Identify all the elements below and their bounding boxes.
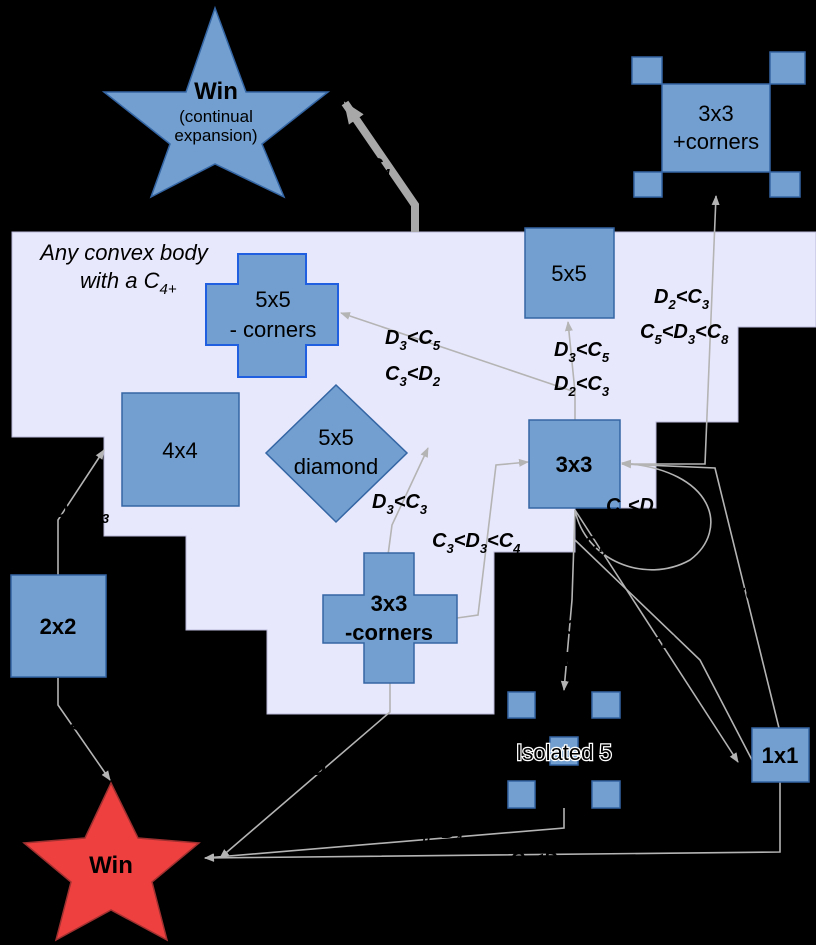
- edge-isolated-to-win: [204, 808, 565, 862]
- node-3x3-plus-corners-line2: +corners: [673, 129, 759, 154]
- edge-3x3mc-to-win: [219, 683, 391, 859]
- node-1x1: [751, 727, 810, 783]
- node-2x2: [10, 574, 107, 678]
- edge-2x2-to-4x4: [57, 449, 105, 575]
- node-5x5: [524, 227, 615, 319]
- edge-region-to-win-top: [341, 100, 419, 232]
- convex-body-region: [11, 231, 816, 715]
- condition-c5-d3-c8-a: C5<D3<C8: [640, 321, 729, 347]
- edge-3x3-to-1x1-b: [574, 539, 753, 761]
- condition-d3-c5-b: D3<C5: [554, 339, 610, 365]
- win-bottom-label: Win: [89, 852, 133, 879]
- node-isolated-5: [507, 691, 621, 809]
- condition-c6-d3-a: C6<D3: [530, 649, 586, 675]
- edge-1x1-to-3x3: [621, 460, 780, 729]
- condition-d1-c0: D1<C0: [712, 583, 768, 609]
- node-diamond-line2: diamond: [294, 454, 378, 479]
- condition-d3-c3: D3<C3: [372, 491, 428, 517]
- edge-3x3mc-to-diamond: [387, 447, 429, 556]
- node-3x3-minus-corners: [322, 552, 458, 684]
- node-5x5-minus-corners: [205, 253, 339, 378]
- win-top-label: Win: [194, 78, 238, 105]
- condition-c3-d2-a: C3<D2: [385, 363, 441, 389]
- condition-c3-d3-c4: C3<D3<C4: [432, 530, 521, 556]
- condition-c5-d3-c8-b: C5<D3<C8: [584, 533, 673, 559]
- condition-d2-c3-d: D2<C3: [530, 617, 586, 643]
- condition-d2-c3-b: D2<C3: [654, 286, 710, 312]
- edge-3x3-to-5x5-minus-corners: [340, 312, 576, 393]
- condition-c3-d2-b: C3<D2: [606, 495, 662, 521]
- win-top-sub2: expansion): [174, 126, 257, 145]
- node-isolated-5-label: Isolated 5: [516, 740, 611, 765]
- node-3x3-minus-corners-line1: 3x3: [371, 591, 408, 616]
- node-diamond-line1: 5x5: [318, 425, 353, 450]
- win-top-sub1: (continual: [179, 107, 253, 126]
- condition-c0-d1-b: C0<D1: [510, 849, 565, 875]
- win-bottom-star: [22, 781, 201, 942]
- win-top-star: [101, 5, 331, 199]
- node-4x4: [121, 392, 240, 507]
- node-1x1-label: 1x1: [762, 743, 799, 768]
- node-3x3-plus-corners: [631, 51, 806, 198]
- condition-c3-d2-d: C3<D2: [48, 716, 104, 742]
- condition-c4-d3: C4<D3: [278, 758, 334, 784]
- condition-d2-c3-a: D2<C3: [554, 373, 610, 399]
- node-3x3-minus-corners-line2: -corners: [345, 620, 433, 645]
- condition-d3-c4: D3<C4: [335, 155, 391, 181]
- node-5x5-minus-corners-line2: - corners: [230, 317, 317, 342]
- condition-d2-c3-c: D2<C3: [54, 500, 110, 526]
- node-3x3: [528, 419, 621, 509]
- condition-c0-d1-a: C0<D1: [408, 821, 463, 847]
- node-4x4-label: 4x4: [162, 438, 197, 463]
- node-3x3-label: 3x3: [556, 452, 593, 477]
- node-5x5-minus-corners-line1: 5x5: [255, 287, 290, 312]
- node-5x5-diamond: [264, 383, 409, 524]
- condition-d3-c5-a: D3<C5: [385, 327, 441, 353]
- edge-3x3-to-1x1: [574, 509, 739, 763]
- node-2x2-label: 2x2: [40, 614, 77, 639]
- edge-3x3-self-loop: [574, 459, 712, 571]
- edge-3x3-to-isolated: [560, 509, 576, 691]
- edge-2x2-to-win: [57, 678, 111, 781]
- node-3x3-plus-corners-line1: 3x3: [698, 101, 733, 126]
- condition-c6-d3-b: C6<D3: [628, 663, 684, 689]
- edge-3x3mc-to-3x3: [456, 458, 529, 619]
- region-subtitle: with a C4+: [80, 268, 177, 298]
- region-title: Any convex body: [38, 240, 210, 265]
- edge-3x3-to-3x3-plus-corners: [622, 195, 720, 465]
- node-5x5-label: 5x5: [551, 261, 586, 286]
- condition-c3-d2-c: C3<D2: [628, 631, 684, 657]
- edge-1x1-to-win: [204, 782, 781, 862]
